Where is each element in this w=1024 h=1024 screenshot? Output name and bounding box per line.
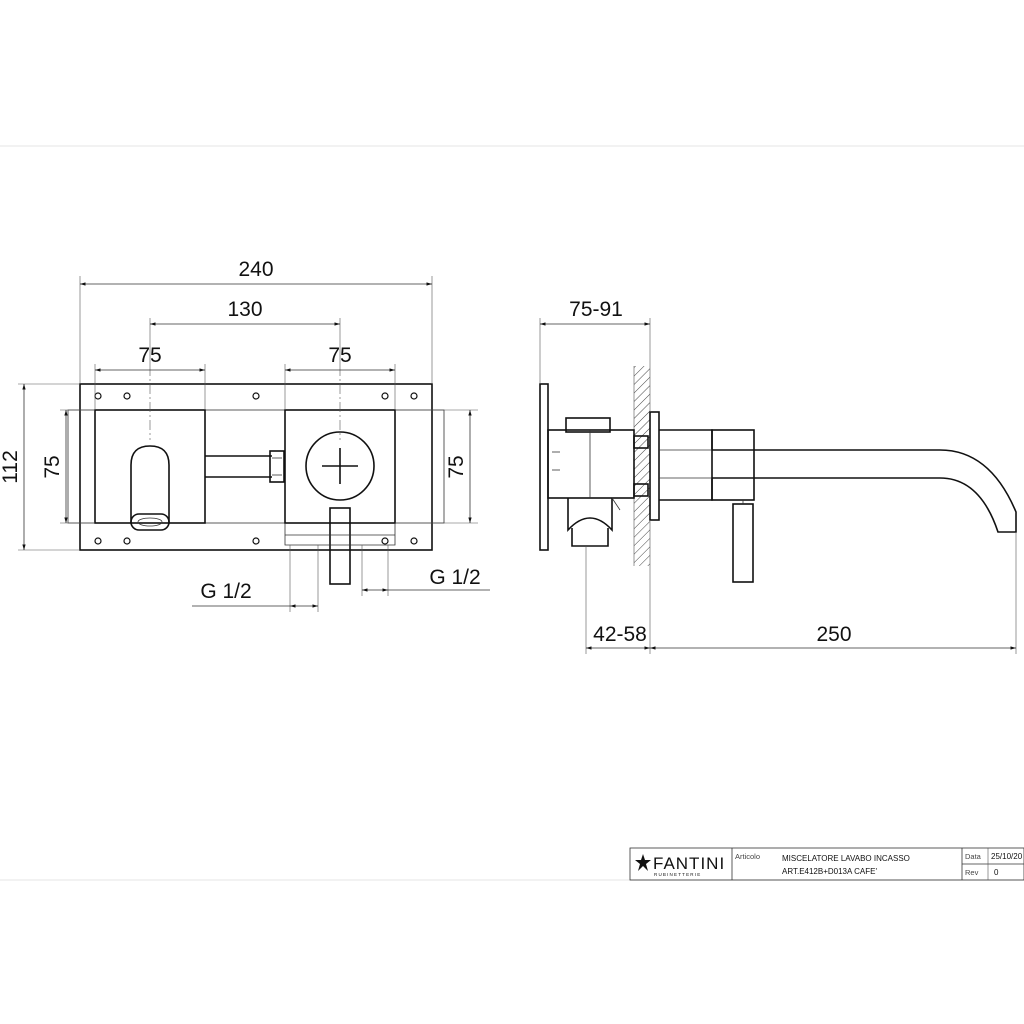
dim-240: 240 bbox=[238, 258, 273, 281]
dim-75-91: 75-91 bbox=[569, 298, 623, 321]
front-backplate-inner bbox=[67, 409, 445, 524]
tb-description: MISCELATORE LAVABO INCASSO bbox=[782, 854, 910, 863]
side-view bbox=[539, 366, 1017, 583]
front-view bbox=[67, 366, 445, 585]
dim-g12-right: G 1/2 bbox=[429, 566, 480, 589]
dim-75-right-square: 75 bbox=[328, 344, 351, 367]
dim-112: 112 bbox=[0, 450, 22, 483]
logo-subtitle: RUBINETTERIE bbox=[654, 872, 701, 877]
front-lever-base bbox=[284, 523, 396, 546]
front-connector-nut bbox=[269, 450, 285, 483]
dim-75-right-height: 75 bbox=[445, 455, 468, 478]
dim-130: 130 bbox=[227, 298, 262, 321]
front-lever-body bbox=[329, 507, 351, 585]
side-connector-bottom bbox=[633, 483, 649, 497]
side-cover-plate bbox=[649, 411, 660, 521]
side-wall-hatch bbox=[634, 366, 650, 566]
front-backplate bbox=[79, 383, 433, 551]
tb-date-value: 25/10/20 bbox=[991, 852, 1023, 861]
side-back-plate bbox=[539, 383, 549, 551]
front-dimension-lines bbox=[18, 276, 490, 612]
side-outlet-fitting bbox=[567, 498, 613, 533]
tb-rev-label: Rev bbox=[965, 868, 979, 877]
dim-75-left-square: 75 bbox=[138, 344, 161, 367]
front-spout-outlet-inner bbox=[137, 517, 163, 527]
front-screw-holes bbox=[94, 392, 418, 545]
side-dimension-lines bbox=[539, 318, 1017, 654]
dim-42-58: 42-58 bbox=[593, 623, 647, 646]
tb-date-label: Data bbox=[965, 852, 982, 861]
tb-article-label: Articolo bbox=[735, 852, 760, 861]
side-spout-collar bbox=[711, 429, 755, 501]
dim-250: 250 bbox=[816, 623, 851, 646]
tb-code: ART.E412B+D013A CAFE' bbox=[782, 867, 877, 876]
front-mixer-cover bbox=[305, 431, 375, 501]
front-spout-body bbox=[130, 445, 170, 523]
front-spout-outlet bbox=[130, 513, 170, 531]
side-body-top bbox=[565, 417, 611, 433]
dim-75-left-height: 75 bbox=[41, 455, 64, 478]
side-connector-top bbox=[633, 435, 649, 449]
logo-brand: FANTINI bbox=[653, 854, 725, 873]
side-spout bbox=[659, 429, 1017, 533]
fantini-logo: FANTINI RUBINETTERIE bbox=[635, 854, 725, 877]
tb-rev-value: 0 bbox=[994, 868, 999, 877]
fantini-logo-icon bbox=[635, 854, 651, 871]
dim-g12-left: G 1/2 bbox=[200, 580, 251, 603]
side-lever bbox=[732, 503, 754, 583]
side-body bbox=[547, 429, 635, 499]
title-block bbox=[629, 847, 1024, 881]
